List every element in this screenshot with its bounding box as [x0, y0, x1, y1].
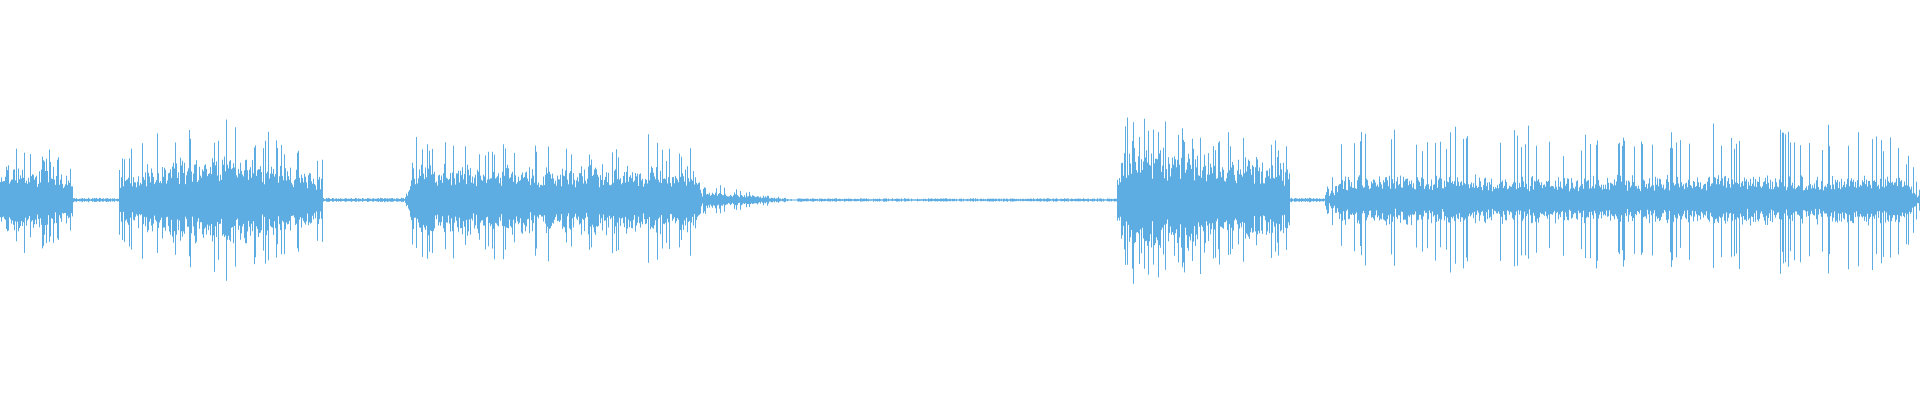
waveform-samples [0, 117, 1920, 284]
waveform-trace [0, 117, 1920, 284]
